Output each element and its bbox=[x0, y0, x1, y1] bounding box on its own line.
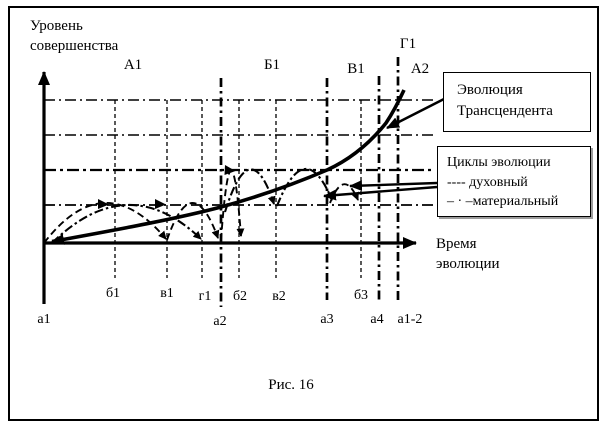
transcendent-evolution-curve bbox=[51, 89, 406, 245]
y-axis-title-line2: совершенства bbox=[30, 38, 119, 54]
period-label-g1: Г1 bbox=[399, 36, 417, 52]
phase-label-b2: б2 bbox=[232, 289, 248, 304]
period-label-a1: А1 bbox=[123, 57, 143, 73]
figure-border bbox=[8, 6, 599, 421]
phase-label-v2: в2 bbox=[272, 289, 286, 304]
point-label-a3: а3 bbox=[320, 312, 334, 327]
cycles-callout-arrow-1 bbox=[349, 180, 438, 192]
point-label-a2: а2 bbox=[213, 314, 227, 329]
cycles-legend-material: – · –материальный bbox=[447, 194, 559, 209]
x-axis-title: Время эволюции bbox=[436, 234, 500, 274]
phase-label-b3: б3 bbox=[353, 288, 369, 303]
spiritual-cycle-arcs bbox=[43, 169, 359, 244]
transcendent-callout-line1: Эволюция bbox=[457, 82, 523, 98]
period-label-a2: А2 bbox=[410, 61, 430, 77]
x-axis-title-line2: эволюции bbox=[436, 256, 500, 272]
transcendent-callout-arrow bbox=[386, 97, 445, 130]
cycles-legend-title: Циклы эволюции bbox=[447, 155, 551, 170]
material-cycle-arcs bbox=[51, 167, 333, 244]
phase-label-g1: г1 bbox=[198, 289, 212, 304]
period-label-v1: В1 bbox=[347, 61, 365, 77]
cycles-legend-box: Циклы эволюции ---- духовный – · –матери… bbox=[437, 146, 591, 217]
cycles-legend-spiritual: ---- духовный bbox=[447, 174, 528, 190]
transcendent-callout-box: Эволюция Трансцендента bbox=[443, 72, 591, 132]
point-label-a1-2: а1-2 bbox=[397, 312, 423, 327]
cycle-peak-arrow-icons bbox=[98, 165, 236, 209]
point-label-a4: а4 bbox=[370, 312, 384, 327]
point-label-a1: а1 bbox=[37, 312, 51, 327]
y-axis-title-line1: Уровень bbox=[30, 18, 83, 34]
phase-marker-lines bbox=[114, 100, 362, 278]
figure-caption: Рис. 16 bbox=[268, 377, 314, 393]
x-axis-title-line1: Время bbox=[436, 236, 477, 252]
period-label-b1: Б1 bbox=[263, 57, 281, 73]
transcendent-callout-line2: Трансцендента bbox=[457, 103, 553, 119]
y-axis-title: Уровень совершенства bbox=[30, 16, 118, 56]
phase-label-v1: в1 bbox=[160, 286, 174, 301]
phase-label-b1: б1 bbox=[105, 286, 121, 301]
period-boundary-lines bbox=[219, 57, 400, 307]
cycles-callout-arrow-2 bbox=[323, 185, 438, 201]
